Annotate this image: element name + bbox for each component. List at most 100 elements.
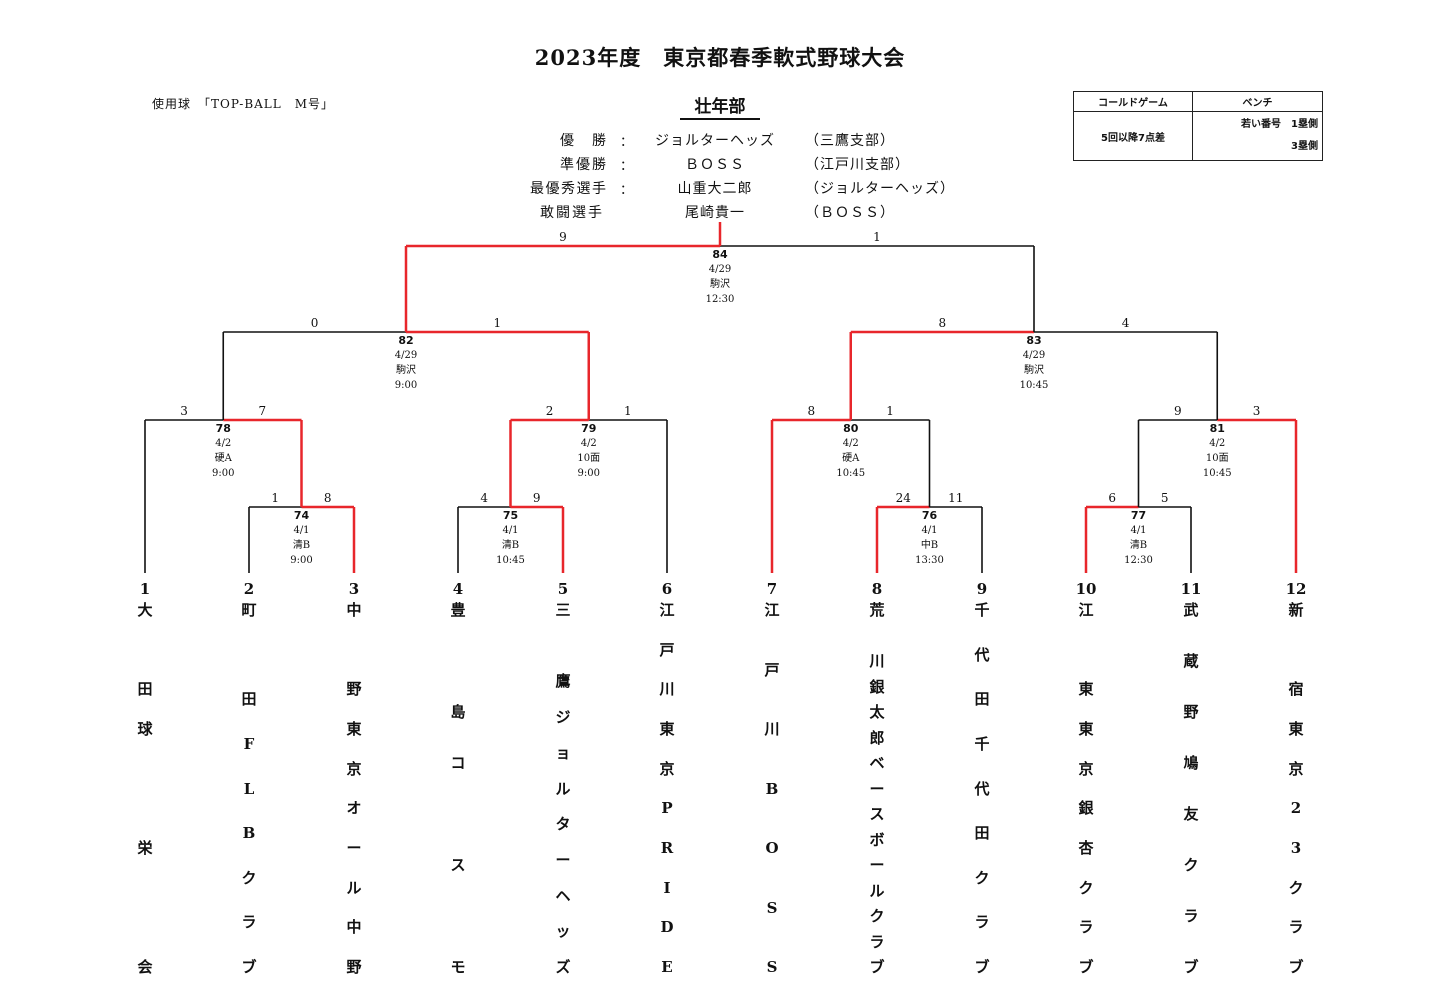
team-name-char: 大 bbox=[137, 601, 153, 619]
game-no: 83 bbox=[1026, 334, 1042, 347]
result-name-mvp: 山重大二郎 bbox=[677, 181, 753, 197]
team-name-char: 田 bbox=[137, 680, 153, 699]
game-time: 10:45 bbox=[1019, 380, 1049, 391]
team-seed: 9 bbox=[976, 580, 988, 598]
team-name-char: L bbox=[243, 779, 255, 798]
score-80-left: 8 bbox=[807, 404, 816, 418]
game-venue: 中B bbox=[920, 540, 939, 551]
team-name-char: 会 bbox=[137, 958, 153, 976]
result-affiliation-champion: （三鷹支部） bbox=[805, 133, 895, 149]
game-no: 78 bbox=[215, 422, 231, 435]
score-77-right: 5 bbox=[1160, 491, 1169, 505]
rules-bench-value: 若い番号 1塁側 3塁側 bbox=[1192, 111, 1323, 161]
game-date: 4/2 bbox=[842, 438, 859, 449]
score-81-right: 3 bbox=[1252, 404, 1261, 418]
team-name-char: 宿 bbox=[1288, 680, 1304, 699]
team-name-char: ブ bbox=[1183, 958, 1199, 976]
team-name-char: 銀 bbox=[1078, 799, 1094, 818]
team-name-char: ル bbox=[555, 779, 571, 798]
result-label-champion: 優勝 bbox=[560, 133, 606, 149]
team-seed: 12 bbox=[1285, 580, 1307, 598]
team-name-char: 鳩 bbox=[1183, 754, 1199, 772]
score-78-left: 3 bbox=[180, 404, 188, 418]
score-83-left: 8 bbox=[938, 316, 947, 330]
team-name-char: ジ bbox=[555, 708, 571, 727]
result-label-fighting: 敢闘選手 bbox=[540, 205, 602, 221]
team-name-char: B bbox=[242, 824, 256, 843]
result-name-fighting: 尾崎貴一 bbox=[685, 205, 745, 221]
team-name-char: 2 bbox=[1290, 799, 1302, 818]
score-84-right: 1 bbox=[873, 230, 881, 244]
team-name-char: ブ bbox=[1078, 958, 1094, 976]
team-name-char: モ bbox=[450, 958, 466, 976]
team-name-char: ッ bbox=[555, 922, 571, 941]
team-name-char: 栄 bbox=[137, 839, 153, 857]
result-name-champion: ジョルターヘッズ bbox=[655, 133, 775, 149]
team-name-char: 代 bbox=[974, 645, 990, 664]
team-name-char: 江 bbox=[1078, 601, 1094, 619]
team-name-char: S bbox=[766, 958, 778, 976]
team-name-char: 杏 bbox=[1078, 839, 1094, 857]
score-80-right: 1 bbox=[886, 404, 894, 418]
ball-info: 使用球 「TOP-BALL M号」 bbox=[152, 97, 335, 111]
team-name-char: ク bbox=[974, 868, 990, 887]
bench-line-2: 3塁側 bbox=[1291, 141, 1318, 152]
team-name-char: コ bbox=[450, 754, 466, 772]
team-seed: 3 bbox=[348, 580, 360, 598]
game-venue: 駒沢 bbox=[710, 279, 730, 290]
team-name-char: 中 bbox=[346, 918, 362, 937]
game-venue: 駒沢 bbox=[396, 365, 416, 376]
team-name-char: 京 bbox=[346, 759, 362, 778]
team-name-char: 中 bbox=[346, 601, 362, 619]
team-name-char: 江 bbox=[659, 601, 675, 619]
team-name-char: タ bbox=[555, 815, 571, 834]
team-name-char: 東 bbox=[659, 720, 675, 738]
team-name-char: 戸 bbox=[764, 660, 780, 679]
game-time: 10:45 bbox=[1202, 468, 1232, 479]
result-colon: ： bbox=[620, 159, 634, 174]
team-name-char: ブ bbox=[869, 958, 885, 976]
team-name-char: D bbox=[660, 918, 674, 937]
team-name-char: ズ bbox=[555, 958, 571, 976]
team-name-char: 川 bbox=[659, 680, 675, 699]
game-date: 4/2 bbox=[580, 438, 597, 449]
score-75-left: 4 bbox=[480, 491, 489, 505]
result-name-runnerup: ＢＯＳＳ bbox=[685, 157, 745, 173]
game-no: 77 bbox=[1130, 509, 1147, 522]
team-name-char: 田 bbox=[241, 690, 257, 709]
division-label: 壮年部 bbox=[680, 92, 760, 120]
result-affiliation-fighting: （ＢＯＳＳ） bbox=[805, 205, 895, 221]
result-affiliation-mvp: （ジョルターヘッズ） bbox=[805, 181, 955, 197]
team-name-char: ョ bbox=[555, 743, 571, 762]
game-date: 4/29 bbox=[1022, 350, 1046, 361]
team-name-char: 京 bbox=[1288, 759, 1304, 778]
game-no: 75 bbox=[502, 509, 519, 522]
team-name-char: 戸 bbox=[659, 640, 675, 659]
team-name-char: ブ bbox=[241, 958, 257, 976]
team-name-char: O bbox=[765, 839, 779, 857]
team-name-char: ボ bbox=[869, 830, 885, 849]
team-name-char: 野 bbox=[346, 958, 362, 976]
game-date: 4/1 bbox=[293, 525, 310, 536]
game-no: 76 bbox=[921, 509, 938, 522]
team-name-char: ヘ bbox=[555, 886, 571, 905]
game-date: 4/1 bbox=[1130, 525, 1147, 536]
team-name-char: P bbox=[661, 799, 673, 818]
game-no: 82 bbox=[398, 334, 414, 347]
team-name-char: ベ bbox=[869, 754, 885, 772]
game-time: 9:00 bbox=[577, 468, 600, 479]
team-name-char: 球 bbox=[137, 720, 153, 738]
team-name-char: 野 bbox=[1183, 703, 1199, 721]
team-name-char: ル bbox=[346, 878, 362, 897]
game-venue: 清B bbox=[1129, 540, 1148, 551]
team-name-char: 東 bbox=[1078, 680, 1094, 699]
team-name-char: 江 bbox=[764, 601, 780, 619]
page-title: 2023年度 東京都春季軟式野球大会 bbox=[534, 45, 906, 70]
team-name-char: ー bbox=[869, 779, 885, 798]
